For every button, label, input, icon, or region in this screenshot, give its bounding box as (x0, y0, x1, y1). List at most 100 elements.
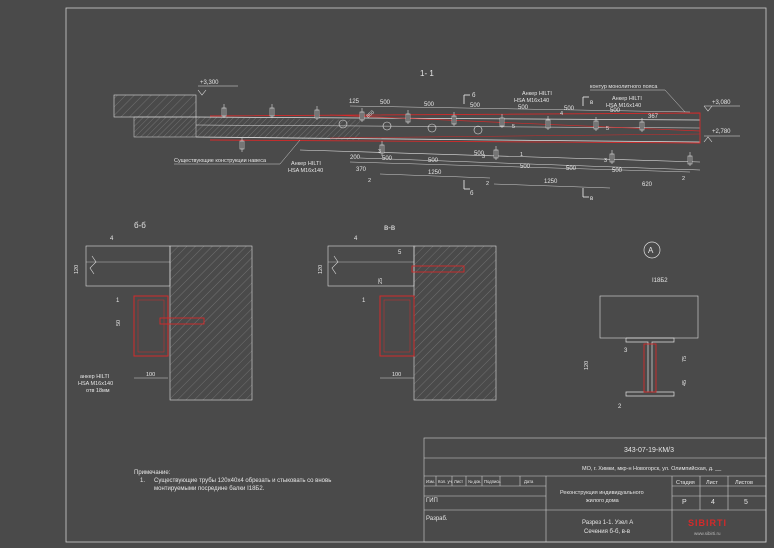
beam-lower-line (299, 149, 701, 163)
dim-top-0: 125 (349, 99, 360, 105)
section-vv-dim100: 100 (392, 372, 401, 378)
existing-wall-block (113, 94, 197, 118)
anchor-callout-right-2: HSA M16x140 (606, 103, 641, 109)
detail-a-beam: I18Б2 (652, 278, 668, 284)
dim-bottom-4: 500 (474, 151, 485, 157)
notes: Примечание: 1. Существующие трубы 120x40… (134, 470, 331, 492)
bottom-dim-line (349, 161, 691, 173)
notes-item-num: 1. (140, 478, 145, 484)
existing-slab-strip (133, 116, 197, 138)
section-bb-wall (169, 245, 253, 401)
dim-bottom-2: 500 (382, 156, 393, 162)
level-right-bottom-label: +2,780 (712, 129, 731, 135)
anchor-callout-top-2: HSA M16x140 (514, 98, 549, 104)
detail-a-ibeam (625, 337, 675, 397)
level-right-top-label: +3,080 (712, 100, 731, 106)
detail-a-dim45: 45 (682, 380, 688, 386)
existing-structures-callout: Существующие конструкции навеса (174, 158, 267, 164)
gip-label: ГИП (426, 498, 438, 504)
notes-line1: Существующие трубы 120x40x4 обрезать и с… (154, 478, 331, 484)
section-vv-mark5: 5 (398, 250, 402, 256)
main-view-title: 1- 1 (420, 69, 434, 78)
drawing-address: МО, г. Химки, мкр-н Новогорск, ул. Олимп… (582, 465, 722, 472)
main-view: 1- 1 +3,300 +3,080 +2,780 (113, 69, 740, 202)
sibirti-logo: SIBIRTI (688, 518, 727, 528)
col-sign: Подпись (484, 479, 501, 484)
section-markers (463, 94, 589, 198)
section-b-top: б (472, 93, 476, 99)
section-bb-tube (133, 295, 169, 357)
anchor-callout-top-1: Анкер HILTI (522, 91, 552, 97)
dim-top-1: 500 (380, 100, 391, 106)
section-vv-break (331, 255, 339, 275)
section-bb-mark1: 1 (116, 298, 120, 304)
section-bb-dim50: 50 (116, 320, 122, 326)
position-marks: 2 3 1 4 5 5 3 2 3 2 (368, 111, 685, 187)
detail-a-mark2: 2 (618, 404, 622, 410)
notes-heading: Примечание: (134, 470, 171, 476)
dim-top-2: 500 (424, 102, 435, 108)
section-bb-dim120: 120 (74, 265, 80, 274)
dim-top-6: 500 (610, 108, 621, 114)
detail-a-plate (643, 343, 657, 393)
section-bb-mark4: 4 (110, 236, 114, 242)
dim-bottom-1: 370 (356, 167, 367, 173)
mark-3-a: 3 (378, 149, 381, 155)
dim-bottom-6: 500 (566, 166, 577, 172)
section-vv-dim25: 25 (378, 278, 384, 284)
section-bb-title: б-б (134, 221, 146, 230)
section-vv: в-в 4 5 120 25 1 100 (318, 223, 497, 401)
mark-5-b: 5 (606, 126, 609, 132)
dim-bottom-3: 500 (428, 158, 439, 164)
col-doc: № док. (468, 479, 481, 484)
dim-top-3: 500 (470, 103, 481, 109)
stage-value: Р (682, 499, 687, 506)
section-bb-tube-inner (137, 299, 165, 353)
section-vv-mark1: 1 (362, 298, 366, 304)
section-bb-anchor (159, 317, 205, 325)
dim-bottom-7: 500 (612, 168, 623, 174)
section-bb-note3: отв 18мм (86, 388, 110, 394)
section-b-bottom: б (470, 191, 474, 197)
dim-1250-line-b (493, 183, 611, 189)
anchor-callout-right-1: Анкер HILTI (612, 96, 642, 102)
section-bb: б-б 4 120 1 50 100 анкер HILTI HSA M16x1… (74, 221, 253, 401)
level-right-top-triangle (703, 105, 713, 112)
section-bb-note2: HSA M16x140 (78, 381, 113, 387)
monolithic-belt-contour (209, 112, 701, 144)
section-vv-title: в-в (384, 223, 395, 232)
existing-callout-arrow (279, 139, 301, 165)
section-vv-tube (379, 295, 415, 357)
mark-5-a: 5 (512, 124, 515, 130)
detail-a-mark3: 3 (624, 348, 628, 354)
title-block (423, 437, 767, 543)
col-date: Дата (524, 479, 534, 484)
section-bb-dim100: 100 (146, 372, 155, 378)
beam-lower-line-2 (359, 157, 701, 171)
anchor-callout-bottom-1: Анкер HILTI (291, 161, 321, 167)
detail-a-label: A (648, 246, 654, 255)
contour-callout-arrow (664, 89, 686, 113)
sibirti-logo-sub: www.sibirti.ru (694, 531, 721, 536)
sheets-value: 5 (744, 499, 748, 506)
section-v-top: в (590, 100, 593, 106)
detail-a-slab (599, 295, 699, 339)
beam-top-line (195, 116, 701, 121)
mark-4-a: 4 (560, 111, 563, 117)
anchor-callout-bottom-2: HSA M16x140 (288, 168, 323, 174)
dim-1250-line-a (379, 173, 491, 179)
dim-bottom-0: 200 (350, 155, 361, 161)
mark-2-a: 2 (368, 178, 371, 184)
drawing-code: 343-07-19-КМ/3 (624, 447, 674, 454)
project-line1: Реконструкция индивидуального (560, 490, 644, 496)
top-dim-line (349, 105, 691, 113)
drawing-line1: Разрез 1-1. Узел А (582, 520, 633, 526)
mark-3-c: 3 (604, 158, 607, 164)
level-right-bottom-triangle (703, 136, 713, 143)
contour-callout: контур монолитного пояса (590, 84, 658, 90)
section-bb-note1: анкер HILTI (80, 374, 110, 380)
pipe-circles (338, 119, 483, 135)
sheet-label: Лист (706, 480, 718, 486)
detail-a-dim75: 75 (682, 356, 688, 362)
red-slope-line (329, 114, 701, 132)
